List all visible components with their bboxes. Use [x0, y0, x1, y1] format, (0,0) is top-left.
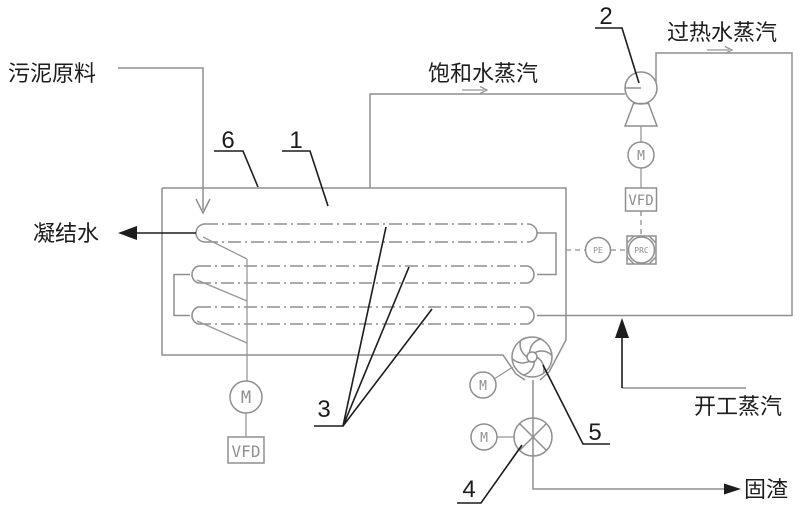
compressor-vfd-label: VFD [628, 193, 653, 209]
saturated-steam-pipe [369, 93, 625, 188]
heating-tube-3 [191, 306, 535, 325]
superheated-steam-label: 过热水蒸汽 [667, 20, 777, 45]
dryer-vessel [161, 187, 567, 418]
sludge-feed-label: 污泥原料 [8, 61, 96, 86]
drive-vfd-box: VFD [227, 436, 265, 464]
steam-compressor [623, 71, 659, 127]
solid-residue-pipe [532, 456, 726, 490]
condensate-arrow-icon [118, 226, 137, 240]
heating-tube-2 [191, 265, 535, 284]
valve-motor-label: M [480, 431, 488, 446]
callout-2: 2 [599, 3, 612, 30]
rotary-valve [513, 417, 553, 457]
condensate-line [118, 226, 196, 240]
pe-instrument: PE [584, 236, 612, 264]
compressor-motor-label: M [637, 149, 645, 164]
impeller-motor-label: M [479, 379, 487, 394]
residue-arrow-icon [724, 483, 741, 495]
superheated-steam-pipe [537, 52, 793, 317]
valve-motor: M [470, 423, 498, 451]
feed-arrow-icon [195, 198, 211, 215]
drive-motor: M [229, 380, 263, 414]
saturated-steam-flow-arrow-icon [462, 85, 489, 95]
sludge-feed-pipe [118, 67, 211, 215]
compressor-vfd-box: VFD [624, 187, 658, 212]
drive-motor-label: M [241, 388, 251, 408]
startup-steam-riser [615, 318, 629, 388]
impeller-motor-link [493, 366, 514, 380]
impeller-motor: M [469, 371, 497, 399]
superheated-steam-flow-arrow-icon [707, 45, 734, 55]
condensate-label: 凝结水 [33, 221, 99, 246]
startup-steam-arrow-icon [615, 318, 629, 338]
prc-instrument: PRC [626, 235, 657, 265]
callout-6: 6 [221, 127, 234, 154]
tube-drive-linkage [196, 236, 248, 381]
callout-3: 3 [317, 396, 330, 423]
compressor-motor: M [627, 141, 655, 169]
pe-label: PE [593, 246, 603, 255]
callout-4: 4 [462, 476, 475, 503]
prc-label: PRC [634, 246, 649, 255]
callout-leaders [214, 27, 640, 504]
saturated-steam-label: 饱和水蒸汽 [428, 61, 538, 86]
drive-vfd-label: VFD [232, 442, 261, 461]
heating-tube-1 [195, 223, 538, 243]
tube-bracket-right [537, 232, 557, 276]
callout-1: 1 [289, 127, 302, 154]
discharge-impeller [511, 336, 553, 378]
tube-bracket-left [173, 273, 190, 317]
startup-steam-label: 开工蒸汽 [694, 394, 782, 419]
solid-residue-label: 固渣 [744, 477, 788, 502]
callout-5: 5 [588, 419, 601, 446]
